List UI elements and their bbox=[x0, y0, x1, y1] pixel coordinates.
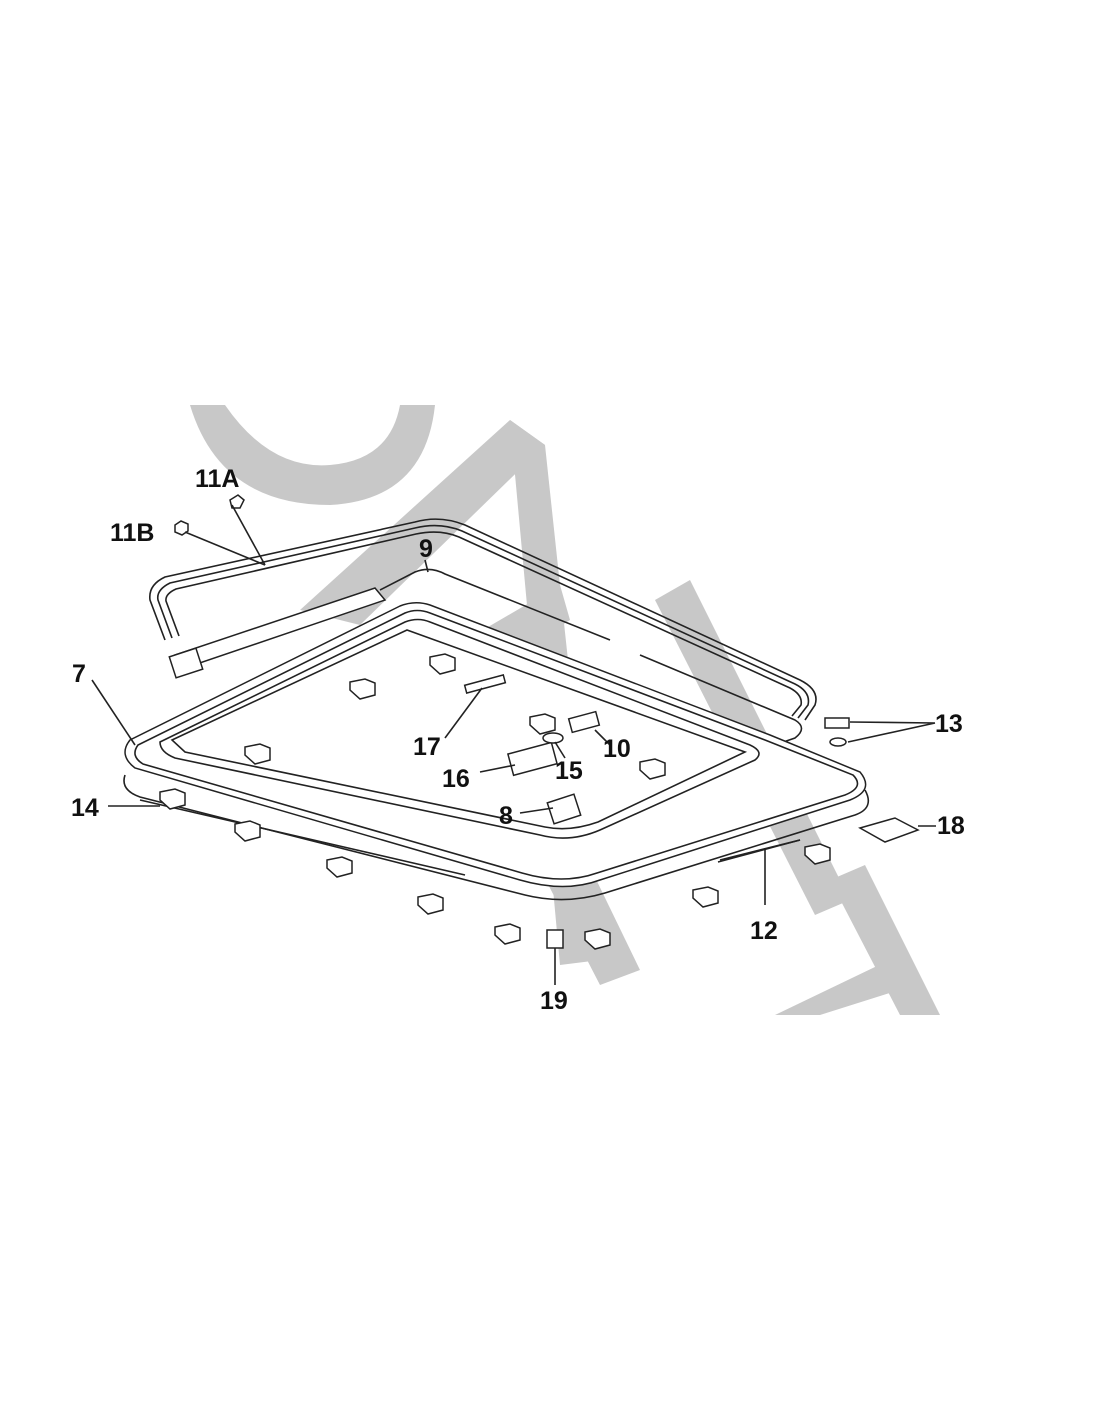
label-16: 16 bbox=[442, 765, 470, 793]
label-11a: 11A bbox=[195, 465, 239, 493]
label-15: 15 bbox=[555, 757, 583, 785]
part-18 bbox=[858, 817, 920, 843]
part-11a bbox=[229, 494, 245, 509]
label-9: 9 bbox=[419, 535, 433, 563]
label-12: 12 bbox=[750, 917, 778, 945]
label-18: 18 bbox=[937, 812, 965, 840]
seal-frame bbox=[148, 518, 817, 721]
label-13: 13 bbox=[935, 710, 963, 738]
leader-lines bbox=[91, 504, 936, 985]
part-19 bbox=[546, 929, 564, 949]
cable bbox=[379, 568, 803, 751]
label-14: 14 bbox=[71, 794, 99, 822]
label-8: 8 bbox=[499, 802, 513, 830]
main-frame bbox=[123, 602, 870, 901]
label-11b: 11B bbox=[110, 519, 154, 547]
label-10: 10 bbox=[603, 735, 631, 763]
label-7: 7 bbox=[72, 660, 86, 688]
label-19: 19 bbox=[540, 987, 568, 1015]
mounting-brackets bbox=[159, 653, 831, 950]
label-17: 17 bbox=[413, 733, 441, 761]
handle-bar bbox=[168, 587, 582, 825]
part-11b bbox=[174, 520, 189, 536]
small-parts bbox=[174, 494, 920, 949]
